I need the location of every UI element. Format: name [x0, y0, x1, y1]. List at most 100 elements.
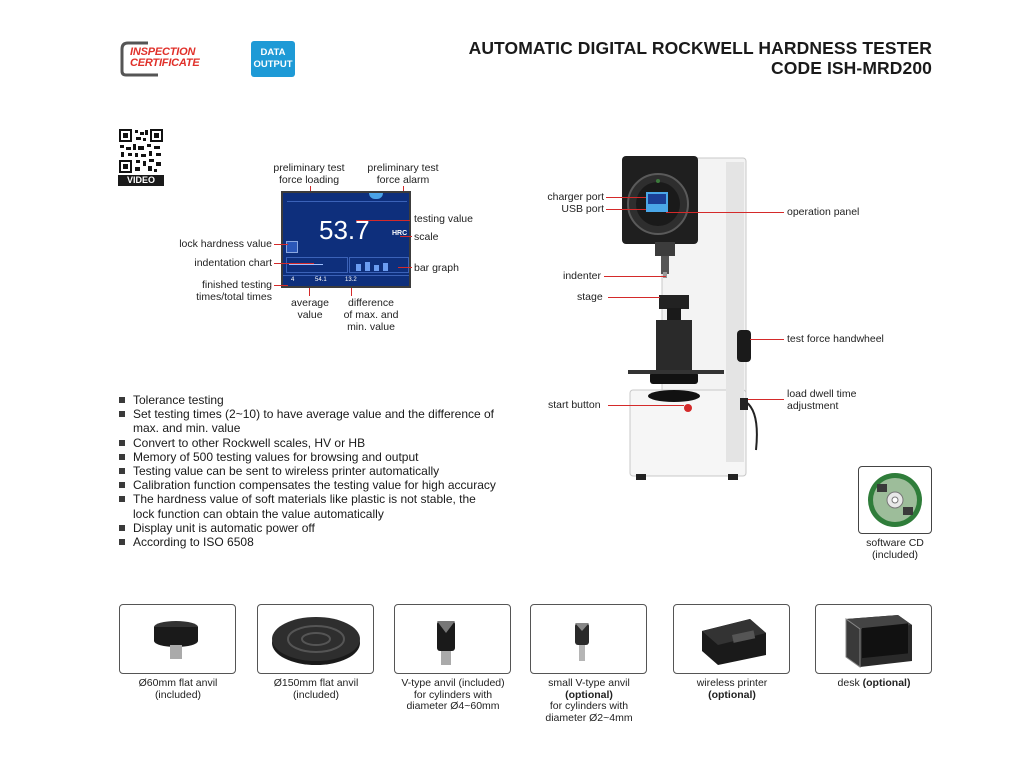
feature-item: Tolerance testing	[118, 393, 498, 407]
title-line1: AUTOMATIC DIGITAL ROCKWELL HARDNESS TEST…	[468, 38, 932, 58]
cd-icon	[868, 473, 922, 527]
label-dwell: load dwell time adjustment	[787, 388, 856, 412]
screen-difference: 13.2	[345, 277, 357, 283]
leader-indenter	[604, 276, 666, 277]
feature-item: The hardness value of soft materials lik…	[118, 492, 498, 521]
label-prelim-alarm-l2: force alarm	[376, 174, 430, 186]
label-average: average value	[280, 297, 340, 321]
label-diff-l1: difference	[348, 297, 394, 309]
label-prelim-loading-l2: force loading	[278, 174, 340, 186]
indentation-chart	[286, 257, 348, 273]
bar-graph	[349, 257, 409, 273]
screen-scale: HRC	[392, 230, 408, 237]
alarm-indicator	[369, 193, 383, 199]
data-badge-line2: OUTPUT	[253, 59, 293, 70]
screen-bottom-divider	[283, 275, 409, 276]
feature-item: Convert to other Rockwell scales, HV or …	[118, 436, 498, 450]
bar-3	[374, 265, 379, 271]
leader-finished	[274, 285, 288, 286]
accessory-150mm-anvil	[257, 604, 374, 674]
software-cd-box	[858, 466, 932, 534]
label-bar-graph: bar graph	[414, 262, 459, 274]
accessory-caption-small-v-anvil: small V-type anvil (optional) for cylind…	[519, 677, 659, 724]
indentation-curve	[289, 264, 323, 265]
video-label: VIDEO	[118, 175, 164, 186]
label-diff-l2: of max. and	[343, 309, 399, 321]
desk-icon	[845, 615, 912, 668]
cd-caption-l2: (included)	[871, 549, 919, 561]
label-stage: stage	[577, 291, 603, 303]
acc5-l2: (optional)	[862, 677, 911, 689]
accessory-small-v-anvil	[530, 604, 647, 674]
flat-anvil-60-icon	[154, 621, 198, 659]
feature-list: Tolerance testing Set testing times (2~1…	[118, 393, 498, 549]
leader-usb-port	[606, 209, 646, 210]
acc2-l2: for cylinders with	[413, 688, 493, 701]
label-finished-l1: finished testing	[201, 279, 272, 291]
label-prelim-alarm: preliminary test force alarm	[348, 162, 458, 186]
label-lock-hardness: lock hardness value	[179, 238, 272, 250]
acc5-l1: desk	[837, 677, 863, 689]
acc3-l2: (optional)	[565, 688, 613, 701]
small-v-anvil-icon	[575, 623, 589, 661]
certificate-label: CERTIFICATE	[130, 57, 200, 69]
screen-average: 54.1	[315, 277, 327, 283]
software-cd-caption: software CD (included)	[840, 537, 950, 561]
label-diff-l3: min. value	[347, 321, 395, 333]
label-testing-value: testing value	[414, 213, 473, 225]
label-usb-port: USB port	[561, 203, 604, 215]
label-average-l2: value	[297, 309, 323, 321]
label-indentation-chart: indentation chart	[194, 257, 272, 269]
acc3-l1: small V-type anvil	[548, 677, 630, 689]
label-finished: finished testing times/total times	[150, 279, 272, 303]
inspection-certificate-badge: INSPECTION CERTIFICATE	[118, 41, 228, 77]
accessory-caption-60mm: Ø60mm flat anvil (included)	[108, 677, 248, 701]
label-finished-l2: times/total times	[196, 291, 272, 303]
feature-item: Calibration function compensates the tes…	[118, 478, 498, 492]
leader-stage	[608, 297, 660, 298]
label-difference: difference of max. and min. value	[330, 297, 412, 333]
leader-bar-graph	[398, 267, 412, 268]
leader-start-button	[608, 405, 684, 406]
screen-top-bar	[287, 195, 407, 202]
accessory-v-anvil	[394, 604, 511, 674]
leader-indentation-chart	[274, 263, 314, 264]
acc3-l4: diameter Ø2~4mm	[545, 711, 633, 724]
acc0-l1: Ø60mm flat anvil	[138, 677, 218, 689]
leader-dwell	[748, 399, 784, 400]
feature-item: Memory of 500 testing values for browsin…	[118, 450, 498, 464]
label-prelim-loading-l1: preliminary test	[273, 162, 345, 174]
acc4-l1: wireless printer	[696, 677, 768, 689]
accessory-wireless-printer	[673, 604, 790, 674]
acc2-l3: diameter Ø4~60mm	[406, 700, 500, 713]
qr-code-icon[interactable]	[118, 128, 164, 174]
acc1-l2: (included)	[292, 688, 340, 701]
accessory-60mm-anvil	[119, 604, 236, 674]
label-prelim-alarm-l1: preliminary test	[367, 162, 439, 174]
label-scale: scale	[414, 231, 439, 243]
hardness-tester-illustration	[622, 156, 758, 480]
lock-icon	[286, 241, 298, 253]
leader-difference	[351, 288, 352, 296]
acc5-line: desk (optional)	[804, 677, 944, 690]
feature-item: According to ISO 6508	[118, 535, 498, 549]
label-prelim-loading: preliminary test force loading	[254, 162, 364, 186]
bar-4	[383, 263, 388, 271]
inspection-label: INSPECTION	[130, 46, 196, 58]
title-line2: CODE ISH-MRD200	[771, 58, 932, 78]
screen-count: 4	[291, 277, 295, 283]
accessory-caption-printer: wireless printer (optional)	[662, 677, 802, 701]
flat-anvil-150-icon	[272, 617, 360, 665]
acc3-l3: for cylinders with	[549, 700, 629, 713]
leader-lock-hardness	[274, 244, 288, 245]
acc4-l2: (optional)	[708, 688, 756, 701]
acc0-l2: (included)	[154, 688, 202, 701]
leader-scale	[400, 236, 412, 237]
accessory-caption-v-anvil: V-type anvil (included) for cylinders wi…	[383, 677, 523, 713]
label-operation-panel: operation panel	[787, 206, 860, 218]
data-badge-line1: DATA	[260, 47, 286, 58]
accessory-desk	[815, 604, 932, 674]
acc1-l1: Ø150mm flat anvil	[273, 677, 359, 689]
label-average-l1: average	[291, 297, 329, 309]
label-charger-port: charger port	[547, 191, 604, 203]
